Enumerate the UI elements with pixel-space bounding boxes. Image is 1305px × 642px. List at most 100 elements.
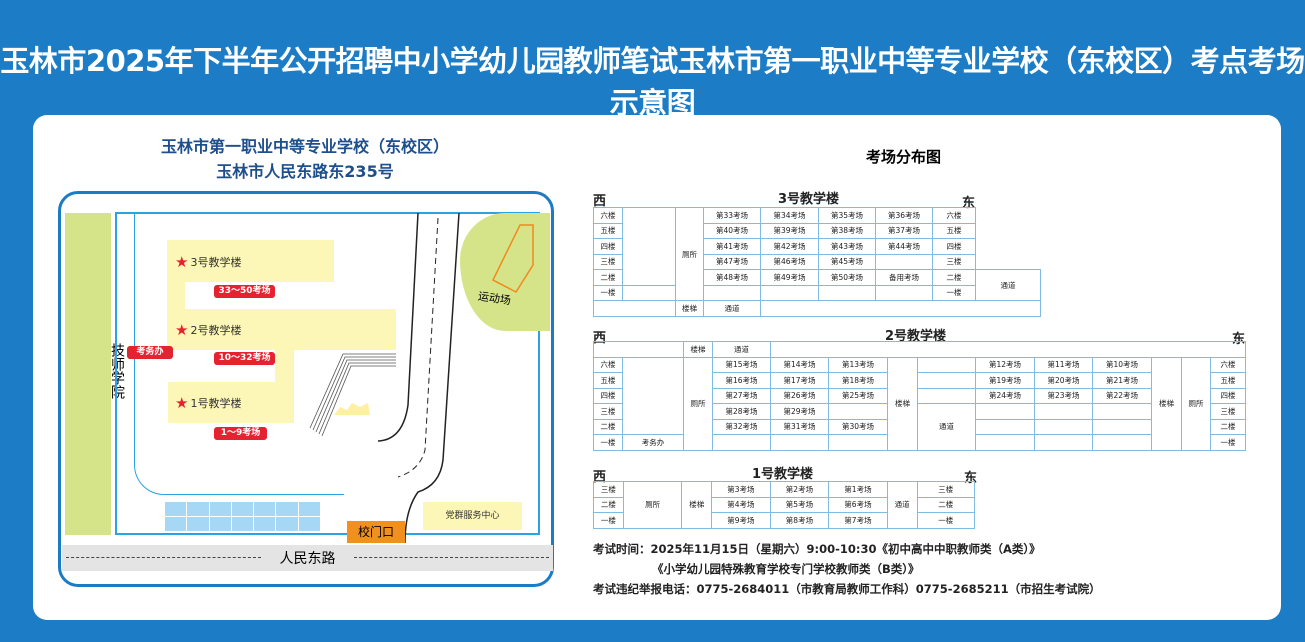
floor-label: 四楼 bbox=[593, 387, 623, 404]
exam-room: 第9考场 bbox=[711, 512, 771, 529]
campus-map bbox=[58, 191, 554, 587]
exam-room: 第47考场 bbox=[703, 253, 761, 270]
corridor: 通道 bbox=[703, 300, 761, 317]
floor-label: 一楼 bbox=[932, 284, 976, 301]
building-3 bbox=[167, 240, 334, 282]
exam-room: 第36考场 bbox=[875, 207, 933, 224]
floor-label: 三楼 bbox=[593, 403, 623, 420]
exam-room: 第2考场 bbox=[769, 481, 830, 498]
floor-label: 三楼 bbox=[593, 481, 624, 498]
exam-room: 第16考场 bbox=[712, 372, 771, 389]
exam-room: 第48考场 bbox=[703, 269, 761, 286]
stairs: 楼梯 bbox=[683, 341, 713, 358]
poster-title: 玉林市2025年下半年公开招聘中小学幼儿园教师笔试玉林市第一职业中等专业学校（东… bbox=[0, 44, 1305, 120]
exam-room: 第23考场 bbox=[1034, 387, 1093, 404]
exam-room: 第45考场 bbox=[818, 253, 876, 270]
building-1-rooms-tag: 1～9考场 bbox=[214, 427, 267, 440]
building-1-table: 三楼厕所楼梯第3考场第2考场第1考场通道三楼 二楼第4考场第5考场第6考场二楼 … bbox=[593, 481, 976, 529]
exam-room: 第32考场 bbox=[712, 418, 771, 435]
stairs: 楼梯 bbox=[675, 300, 704, 317]
corridor: 通道 bbox=[975, 269, 1041, 301]
tech-college-block: 技师学院 bbox=[65, 213, 125, 535]
floor-label: 五楼 bbox=[593, 222, 623, 239]
layout-title: 考场分布图 bbox=[866, 148, 942, 166]
floor-label: 五楼 bbox=[932, 222, 976, 239]
service-center: 党群服务中心 bbox=[423, 502, 522, 530]
report-phone-numbers: 0775-2684011（市教育局教师工作科）0775-2685211（市招生考… bbox=[696, 582, 1101, 596]
toilet: 厕所 bbox=[622, 481, 683, 529]
exam-room: 第35考场 bbox=[818, 207, 876, 224]
exam-time-a: 2025年11月15日（星期六）9:00-10:30《初中高中中职教师类（A类）… bbox=[650, 542, 1041, 556]
exam-office: 考务办 bbox=[622, 434, 684, 451]
exam-room: 第17考场 bbox=[770, 372, 829, 389]
building-3-label: ★3号教学楼 bbox=[175, 253, 242, 271]
building-connector bbox=[275, 350, 294, 382]
star-icon: ★ bbox=[175, 321, 189, 339]
exam-room: 第5考场 bbox=[769, 496, 830, 513]
building-2-rooms-tag: 10～32考场 bbox=[214, 352, 275, 365]
exam-room: 第20考场 bbox=[1034, 372, 1093, 389]
exam-room: 第42考场 bbox=[760, 238, 819, 255]
exam-room: 第14考场 bbox=[770, 356, 829, 373]
floor-label: 四楼 bbox=[1209, 387, 1247, 404]
corridor: 通道 bbox=[712, 341, 771, 358]
exam-time-label: 考试时间： bbox=[593, 542, 651, 556]
floor-label: 四楼 bbox=[932, 238, 976, 255]
floor-label: 一楼 bbox=[1209, 434, 1247, 451]
exam-room: 第43考场 bbox=[818, 238, 876, 255]
floor-label: 四楼 bbox=[593, 238, 623, 255]
exam-room: 第34考场 bbox=[760, 207, 819, 224]
floor-label: 二楼 bbox=[932, 269, 976, 286]
stairs: 楼梯 bbox=[681, 481, 713, 529]
exam-room: 第29考场 bbox=[770, 403, 829, 420]
building-connector bbox=[167, 282, 185, 309]
floor-label: 二楼 bbox=[916, 496, 976, 513]
building-3-title: 3号教学楼 bbox=[778, 192, 840, 207]
exam-room: 第8考场 bbox=[769, 512, 830, 529]
star-icon: ★ bbox=[175, 253, 189, 271]
corridor: 通道 bbox=[917, 403, 976, 451]
exam-room: 第30考场 bbox=[828, 418, 888, 435]
exam-room: 第27考场 bbox=[712, 387, 771, 404]
exam-room: 第6考场 bbox=[828, 496, 888, 513]
exam-room: 第10考场 bbox=[1092, 356, 1152, 373]
exam-room: 第31考场 bbox=[770, 418, 829, 435]
exam-room: 第25考场 bbox=[828, 387, 888, 404]
exam-room: 第12考场 bbox=[975, 356, 1035, 373]
building-2-title: 2号教学楼 bbox=[885, 329, 947, 344]
report-phone: 考试违纪举报电话：0775-2684011（市教育局教师工作科）0775-268… bbox=[593, 581, 1101, 597]
floor-label: 三楼 bbox=[916, 481, 976, 498]
floor-label: 六楼 bbox=[932, 207, 976, 224]
road: 人民东路 bbox=[62, 545, 553, 571]
floor-label: 六楼 bbox=[593, 207, 623, 224]
exam-room: 第13考场 bbox=[828, 356, 888, 373]
exam-room: 第38考场 bbox=[818, 222, 876, 239]
exam-room: 第37考场 bbox=[875, 222, 933, 239]
toilet: 厕所 bbox=[1181, 356, 1211, 451]
building-2-table: 楼梯通道 六楼厕所第15考场第14考场第13考场楼梯第12考场第11考场第10考… bbox=[593, 341, 1247, 451]
floor-label: 二楼 bbox=[1209, 418, 1247, 435]
corridor: 通道 bbox=[886, 481, 918, 529]
school-gate: 校门口 bbox=[347, 521, 405, 543]
exam-room: 第50考场 bbox=[818, 269, 876, 286]
exam-room: 备用考场 bbox=[875, 269, 933, 286]
building-2-label: ★2号教学楼 bbox=[175, 321, 242, 339]
exam-room: 第39考场 bbox=[760, 222, 819, 239]
floor-label: 三楼 bbox=[1209, 403, 1247, 420]
exam-room: 第21考场 bbox=[1092, 372, 1152, 389]
floor-label: 二楼 bbox=[593, 496, 624, 513]
exam-room: 第3考场 bbox=[711, 481, 771, 498]
building-1-title: 1号教学楼 bbox=[752, 467, 814, 482]
school-address: 玉林市人民东路东235号 bbox=[216, 162, 394, 181]
school-name: 玉林市第一职业中等专业学校（东校区） bbox=[160, 137, 449, 156]
floor-label: 二楼 bbox=[593, 269, 623, 286]
exam-room: 第44考场 bbox=[875, 238, 933, 255]
floor-label: 三楼 bbox=[593, 253, 623, 270]
star-icon: ★ bbox=[175, 394, 189, 412]
building-3-table: 六楼厕所第33考场第34考场第35考场第36考场六楼 五楼第40考场第39考场第… bbox=[593, 207, 1041, 317]
building-2 bbox=[167, 309, 396, 350]
exam-room: 第46考场 bbox=[760, 253, 819, 270]
stairs: 楼梯 bbox=[1151, 356, 1182, 451]
exam-room: 第11考场 bbox=[1034, 356, 1093, 373]
